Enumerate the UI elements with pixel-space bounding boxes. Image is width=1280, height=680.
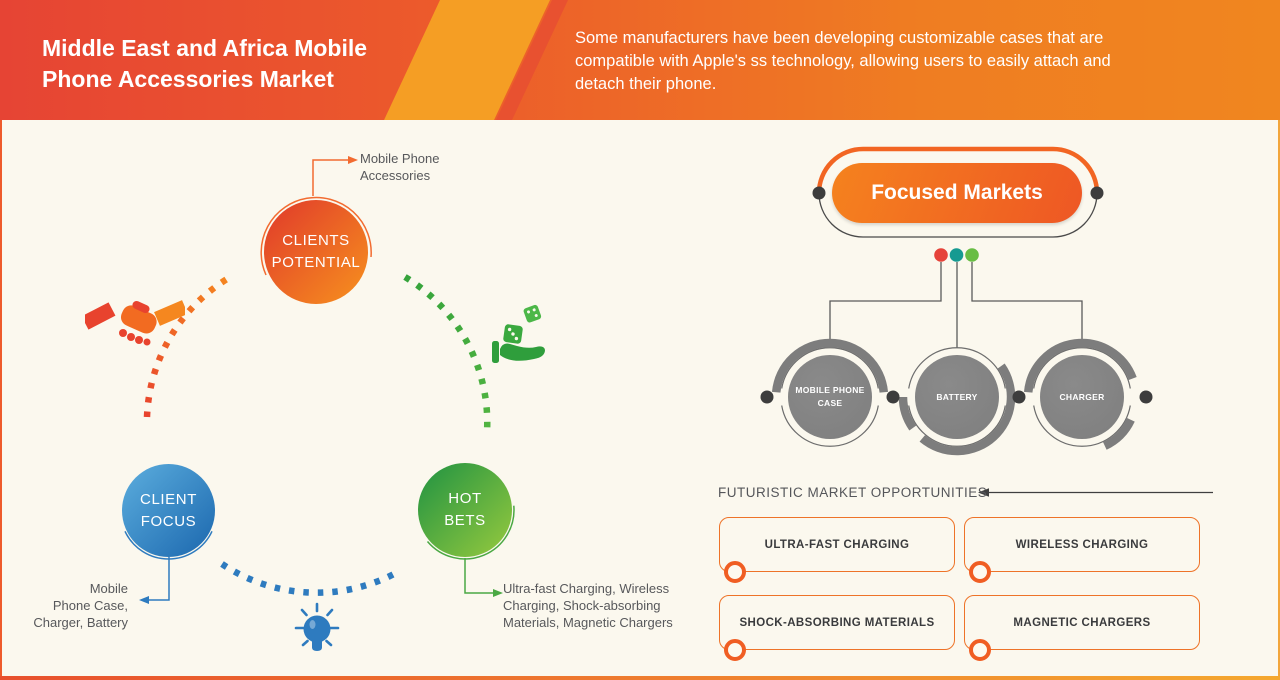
annotation-line: Ultra-fast Charging, Wireless	[503, 581, 670, 596]
segment-charger: CHARGER	[1040, 355, 1124, 439]
connector-client-focus	[139, 557, 170, 604]
opportunity-label: MAGNETIC CHARGERS	[1013, 616, 1151, 629]
header-description-line: detach their phone.	[575, 74, 717, 93]
opportunity-card-wireless-charging: WIRELESS CHARGING	[964, 517, 1200, 583]
bubble-label-line: BETS	[444, 512, 486, 529]
bubble-label-line: CLIENT	[140, 490, 197, 508]
page-title: Middle East and Africa Mobile Phone Acce…	[42, 33, 482, 95]
annotation-line: Phone Case,	[52, 597, 128, 613]
frame-border-left	[0, 120, 2, 680]
bubble-label-line: CLIENTS	[282, 232, 350, 250]
annotation-client-focus: Mobile Phone Case, Charger, Battery	[18, 581, 128, 632]
annotation-line: Charging, Shock-absorbing	[503, 597, 661, 613]
left-arrow-icon	[978, 488, 1213, 497]
card-corner-ring	[724, 639, 746, 661]
dotted-arc-blue	[220, 561, 396, 596]
header-description-line: Some manufacturers have been developing …	[575, 29, 1104, 47]
branch-dot-red	[934, 248, 948, 262]
bubble-label-line: POTENTIAL	[271, 254, 361, 271]
connector-clients-potential	[312, 156, 358, 196]
frame-border-right	[1278, 120, 1280, 680]
handshake-icon	[85, 300, 185, 346]
focused-markets-pill: Focused Markets	[832, 163, 1082, 223]
opportunity-card-shock-absorbing-materials: SHOCK-ABSORBING MATERIALS	[719, 595, 955, 661]
lightbulb-icon	[294, 602, 340, 651]
annotation-line: Mobile Phone	[360, 151, 440, 166]
branch-dot-teal	[949, 248, 964, 262]
segment-label: BATTERY	[936, 391, 978, 402]
focused-markets-label: Focused Markets	[871, 181, 1043, 204]
pill-side-dot-left	[812, 186, 826, 200]
segment-label: MOBILE PHONE CASE	[795, 385, 865, 408]
segment-label: CHARGER	[1059, 391, 1105, 402]
opportunity-card-ultra-fast-charging: ULTRA-FAST CHARGING	[719, 517, 955, 583]
page-title-line: Phone Accessories Market	[42, 66, 334, 93]
card-corner-ring	[724, 561, 746, 583]
dice-in-hand-icon	[492, 304, 545, 363]
header-description: Some manufacturers have been developing …	[575, 27, 1255, 95]
annotation-line: Mobile	[89, 581, 128, 596]
opportunity-label: ULTRA-FAST CHARGING	[764, 538, 910, 551]
annotation-clients-potential: Mobile Phone Accessories	[360, 151, 440, 185]
annotation-line: Charger, Battery	[33, 614, 128, 630]
segment-mobile-phone-case: MOBILE PHONE CASE	[788, 355, 872, 439]
header-banner: Middle East and Africa Mobile Phone Acce…	[0, 0, 1280, 120]
annotation-line: Materials, Magnetic Chargers	[503, 614, 673, 630]
page-title-line: Middle East and Africa Mobile	[42, 35, 368, 61]
dotted-arc-green	[403, 274, 491, 433]
pill-side-dot-right	[1090, 186, 1104, 200]
connector-hot-bets	[464, 558, 503, 597]
bubble-clients-potential: CLIENTS POTENTIAL	[264, 200, 368, 304]
opportunity-card-magnetic-chargers: MAGNETIC CHARGERS	[964, 595, 1200, 661]
bubble-label-line: FOCUS	[140, 512, 197, 530]
card-corner-ring	[969, 561, 991, 583]
header-description-line: compatible with Apple's ss technology, a…	[575, 51, 1111, 70]
annotation-line: Accessories	[360, 167, 431, 183]
bubble-client-focus: CLIENT FOCUS	[122, 464, 215, 557]
segment-connector-tree	[829, 262, 1083, 348]
opportunities-heading: FUTURISTIC MARKET OPPORTUNITIES	[718, 485, 988, 500]
annotation-hot-bets: Ultra-fast Charging, Wireless Charging, …	[503, 581, 673, 632]
opportunity-label: SHOCK-ABSORBING MATERIALS	[739, 616, 935, 629]
opportunity-label: WIRELESS CHARGING	[1015, 538, 1149, 551]
segment-battery: BATTERY	[915, 355, 999, 439]
card-corner-ring	[969, 639, 991, 661]
bubble-label-line: HOT	[448, 490, 482, 508]
bubble-hot-bets: HOT BETS	[418, 463, 512, 557]
branch-dot-green	[965, 248, 979, 262]
frame-border-bottom	[0, 676, 1280, 680]
